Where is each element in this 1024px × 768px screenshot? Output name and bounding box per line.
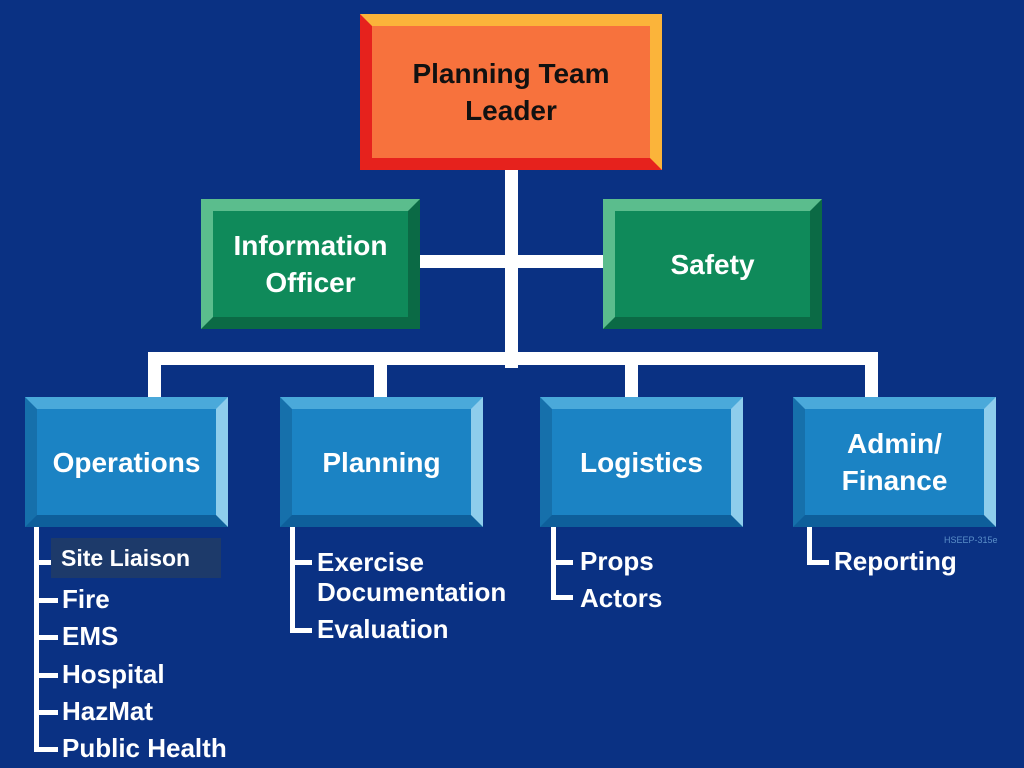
information-officer-label: Information Officer [233,230,388,298]
drop-admin-finance [865,352,878,402]
planning-team-leader-box: Planning Team Leader [360,14,662,170]
planning-label: Planning [322,446,441,478]
staff-crossbar [418,255,606,268]
section-crossbar [148,352,878,365]
operations-label: Operations [52,446,201,478]
admin-finance-bracket [807,527,812,565]
operations-box: Operations [25,397,228,527]
operations-item-public-health: Public Health [62,733,227,763]
admin-finance-item-reporting: Reporting [834,546,957,576]
admin-finance-box: Admin/ Finance [793,397,996,527]
planning-item-exercise-documentation: Exercise Documentation [317,547,507,607]
logistics-item-props: Props [580,546,654,576]
planning-team-leader-label: Planning Team Leader [412,58,610,126]
admin-finance-label: Admin/ Finance [841,428,948,496]
site-liaison-tag: Site Liaison [51,538,221,578]
drop-planning [374,352,387,402]
planning-box: Planning [280,397,483,527]
drop-operations [148,352,161,402]
logistics-box: Logistics [540,397,743,527]
slide-code: HSEEP-315e [944,535,998,545]
site-liaison-label: Site Liaison [61,544,191,571]
operations-item-ems: EMS [62,621,119,651]
operations-item-hospital: Hospital [62,659,165,689]
safety-label: Safety [670,248,755,280]
logistics-item-actors: Actors [580,583,663,613]
information-officer-box: Information Officer [201,199,420,329]
logistics-label: Logistics [580,446,703,478]
drop-logistics [625,352,638,402]
safety-box: Safety [603,199,822,329]
planning-item-evaluation: Evaluation [317,614,449,644]
operations-item-fire: Fire [62,584,110,614]
operations-item-hazmat: HazMat [62,696,154,726]
planning-bracket [290,527,295,633]
